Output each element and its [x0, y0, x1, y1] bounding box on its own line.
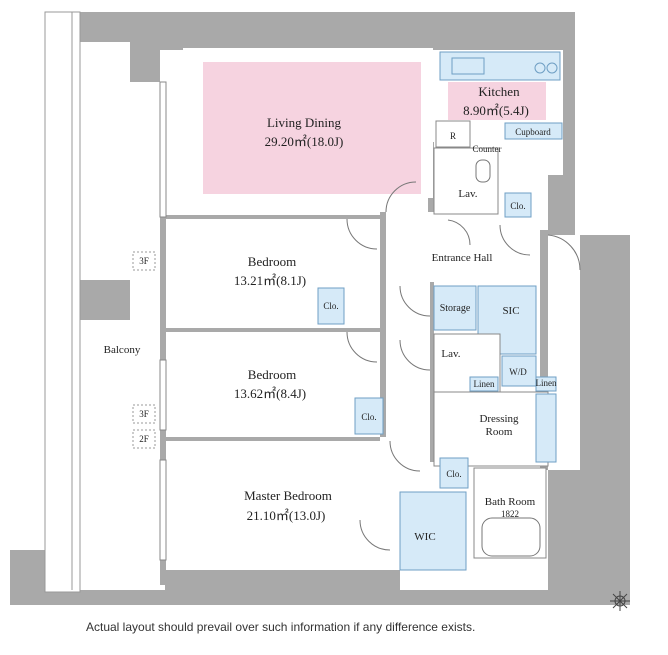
- kitchen-area: 8.90㎡(5.4J): [463, 103, 529, 118]
- living-area: 29.20㎡(18.0J): [265, 134, 344, 149]
- bath-label: Bath Room: [485, 496, 536, 508]
- closet-toilet: [504, 192, 532, 218]
- sic-label: SIC: [502, 305, 519, 317]
- bathtub: [481, 517, 541, 557]
- floor-mark-3: 2F: [139, 434, 149, 444]
- cupboard: [504, 122, 563, 140]
- closet-master: [439, 457, 469, 489]
- linen-2: [535, 376, 557, 392]
- door-swings: [346, 181, 581, 551]
- dressing-room: [433, 391, 549, 467]
- kitchen-name: Kitchen: [478, 84, 520, 99]
- linen2-label: Linen: [536, 378, 557, 388]
- toilet-room: [433, 147, 499, 215]
- master-area: 21.10㎡(13.0J): [247, 508, 326, 523]
- dressing-label-2: Room: [486, 426, 513, 438]
- toilet-fixture: [475, 159, 491, 183]
- linen-1: [469, 376, 499, 392]
- linen1-label: Linen: [474, 379, 495, 389]
- floor-mark-1: 3F: [139, 256, 149, 266]
- bedroom2-name: Bedroom: [248, 367, 296, 382]
- refrigerator-space: [435, 120, 471, 148]
- window-frame-2: [159, 359, 167, 431]
- storage-label: Storage: [440, 303, 471, 314]
- counter-label: Counter: [473, 144, 502, 154]
- bedroom-2: [166, 332, 380, 437]
- wic-label: WIC: [414, 531, 435, 543]
- bedroom1-area: 13.21㎡(8.1J): [234, 273, 306, 288]
- kitchen-highlight: [448, 82, 546, 120]
- kitchen-counter: [439, 51, 561, 81]
- sink-icon: [451, 57, 485, 75]
- compass-icon: [610, 591, 630, 611]
- clo-bed2-label: Clo.: [361, 412, 376, 422]
- living-name: Living Dining: [267, 115, 342, 130]
- lav-mid-label: Lav.: [441, 348, 460, 360]
- bath-room: [473, 467, 547, 559]
- stove-icon-2: [546, 62, 558, 74]
- dressing-shelf: [535, 393, 557, 463]
- dressing-label-1: Dressing: [479, 413, 519, 425]
- master-name: Master Bedroom: [244, 488, 332, 503]
- stove-icon: [534, 62, 546, 74]
- balcony-label: Balcony: [104, 344, 141, 356]
- wd-label: W/D: [509, 367, 527, 377]
- floor-mark-2: 3F: [139, 409, 149, 419]
- closet-bed1: [317, 287, 345, 325]
- wic: [399, 491, 467, 571]
- floor-mark-box-1: [132, 251, 156, 271]
- window-frame-3: [159, 459, 167, 561]
- lav-top-label: Lav.: [458, 188, 477, 200]
- clo-master-label: Clo.: [446, 469, 461, 479]
- entrance-hall: [386, 212, 540, 282]
- closet-bed2: [354, 397, 384, 435]
- wd-space: [501, 355, 537, 387]
- clo-toilet-label: Clo.: [510, 201, 525, 211]
- floor-mark-box-2: [132, 404, 156, 424]
- storage: [433, 285, 477, 331]
- bedroom2-area: 13.62㎡(8.4J): [234, 386, 306, 401]
- refrigerator-label: R: [450, 131, 456, 141]
- bedroom1-name: Bedroom: [248, 254, 296, 269]
- cupboard-label: Cupboard: [515, 127, 551, 137]
- entrance-hall-label: Entrance Hall: [432, 252, 493, 264]
- clo-bed1-label: Clo.: [323, 301, 338, 311]
- living-area-highlight: [203, 62, 421, 194]
- balcony: [44, 11, 81, 593]
- window-frame: [159, 81, 167, 218]
- master-bedroom: [166, 441, 400, 570]
- footer-note: Actual layout should prevail over such i…: [86, 620, 476, 634]
- floor-mark-box-3: [132, 429, 156, 449]
- bath-size: 1822: [501, 509, 519, 519]
